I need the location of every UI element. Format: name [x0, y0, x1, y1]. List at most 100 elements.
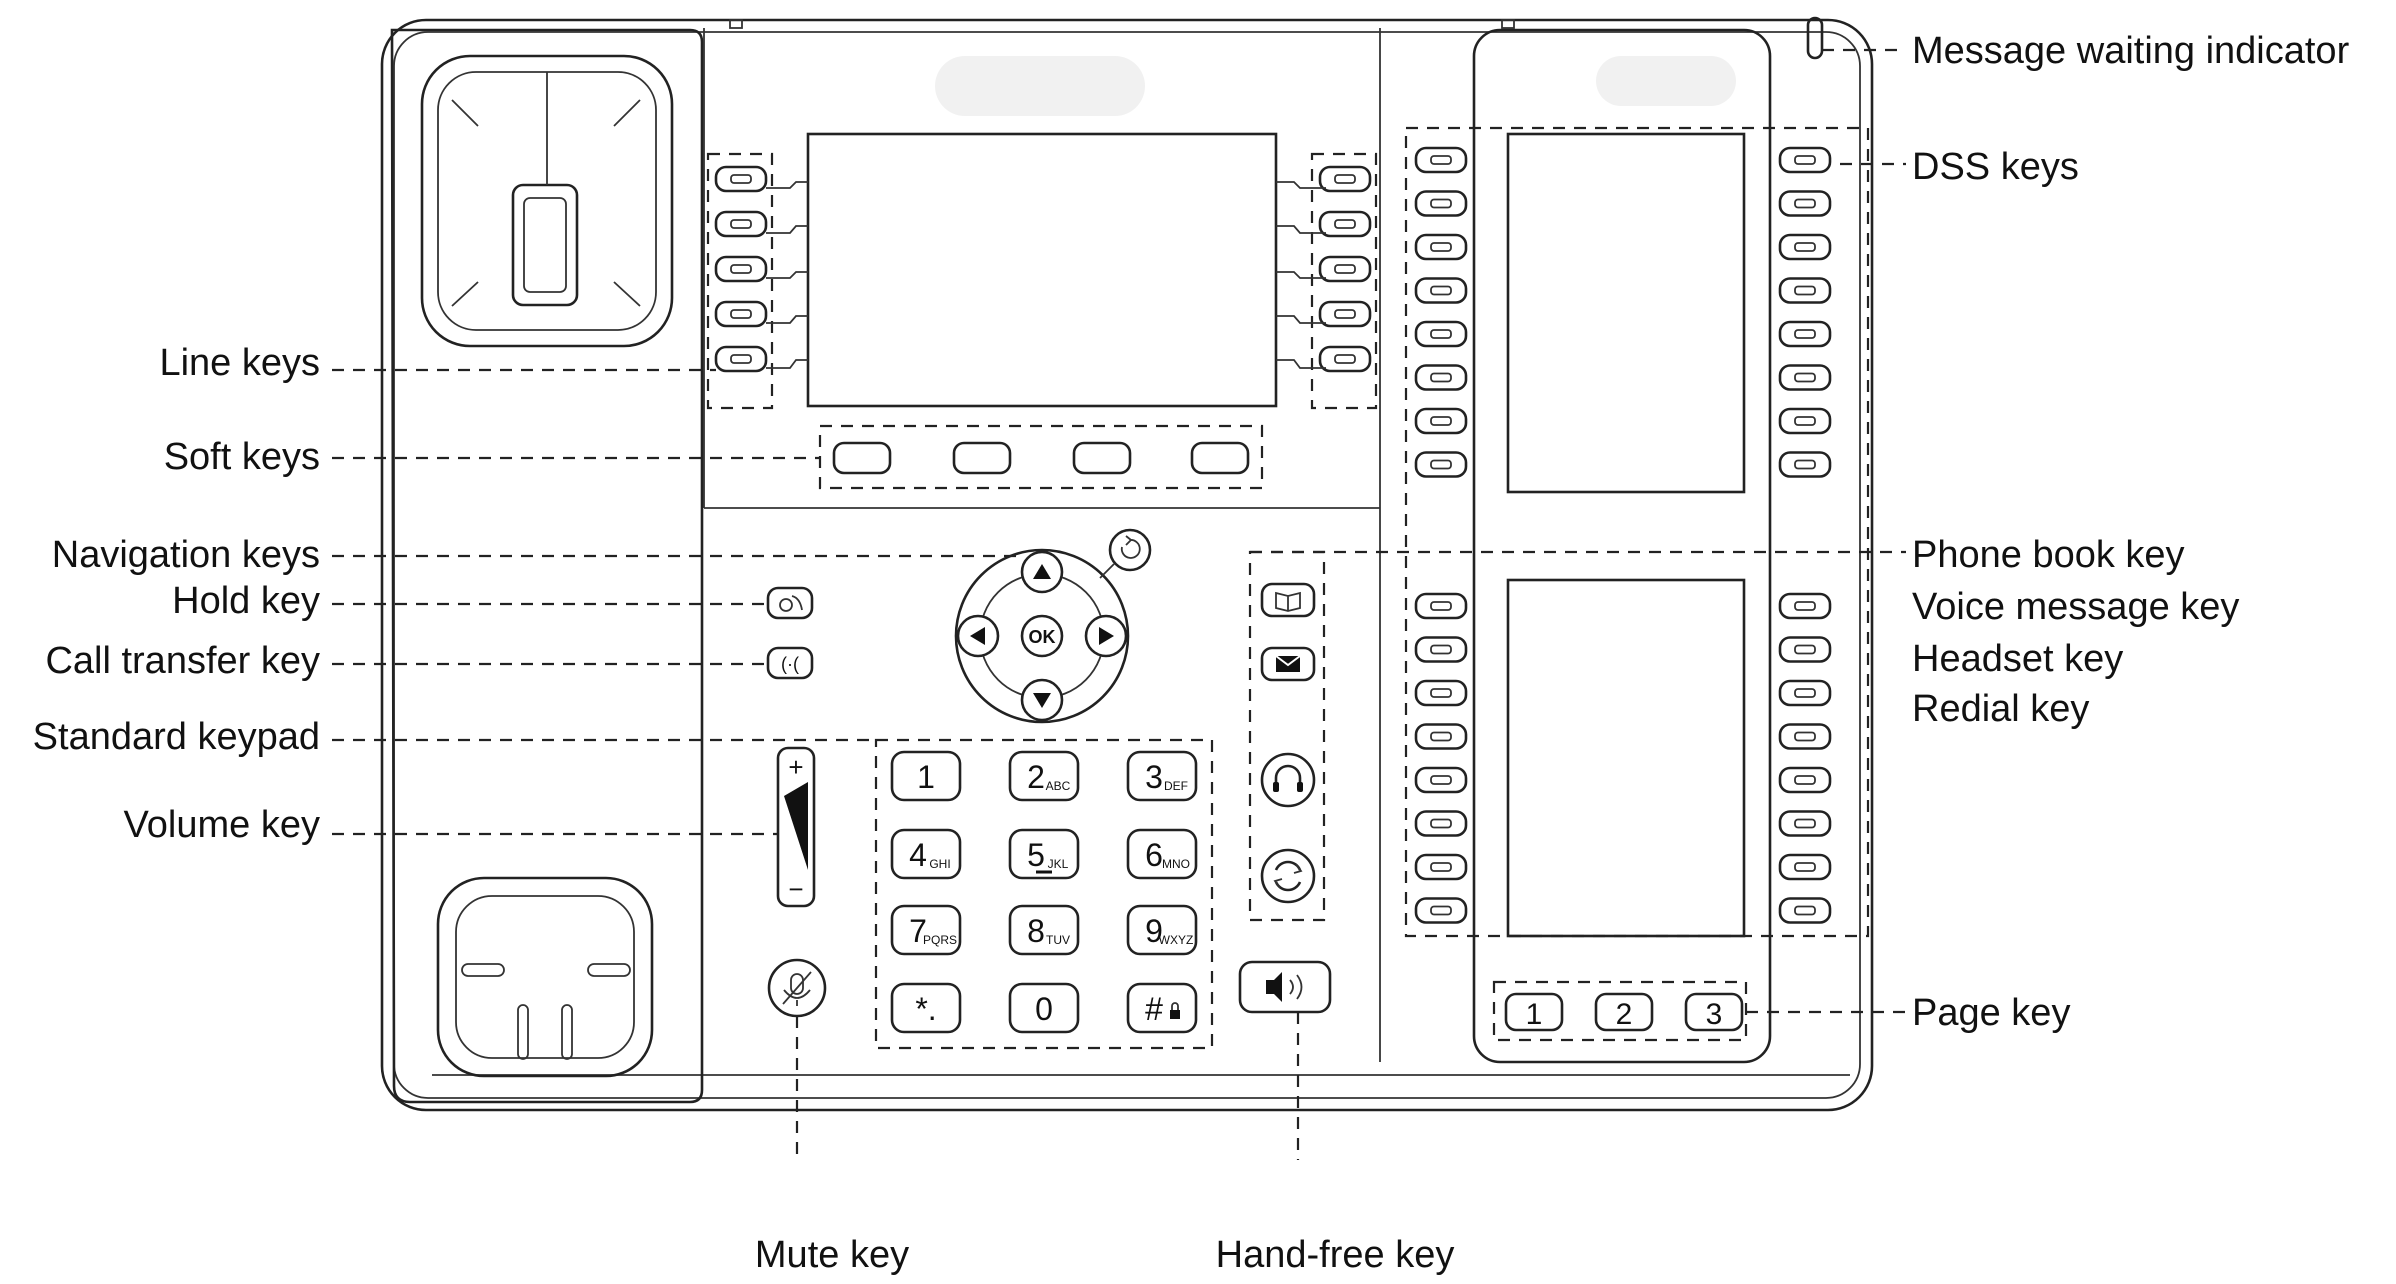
dss-key[interactable] [1414, 723, 1468, 750]
line-key[interactable] [714, 165, 768, 193]
dss-key[interactable] [1778, 853, 1832, 881]
keypad-letters: DEF [1164, 779, 1188, 793]
dss-key[interactable] [1414, 853, 1468, 881]
line-key[interactable] [1318, 345, 1372, 373]
dss-key[interactable] [1778, 146, 1832, 174]
line-key[interactable] [714, 255, 768, 283]
page-keys[interactable]: 1 2 3 [1492, 980, 1748, 1042]
dss-key[interactable] [1414, 277, 1468, 304]
callout-page-key: Page key [1912, 992, 2071, 1034]
line-key[interactable] [714, 300, 768, 328]
keypad-key[interactable]: # [1126, 982, 1198, 1034]
dss-key[interactable] [1414, 679, 1468, 707]
dss-key[interactable] [1414, 451, 1468, 478]
callout-headset-key: Headset key [1912, 638, 2124, 680]
line-key[interactable] [714, 345, 768, 373]
keypad-digit: *. [915, 991, 936, 1027]
dss-key[interactable] [1414, 320, 1468, 348]
page-key-label: 1 [1526, 998, 1543, 1031]
soft-key[interactable] [952, 441, 1012, 475]
redial-key[interactable] [1260, 848, 1316, 904]
dss-key[interactable] [1778, 320, 1832, 348]
dss-key[interactable] [1778, 897, 1832, 924]
keypad-key[interactable]: *. [890, 982, 962, 1034]
dss-key[interactable] [1778, 451, 1832, 478]
volume-key[interactable]: + − [776, 746, 816, 908]
line-key[interactable] [1318, 165, 1372, 193]
dss-key[interactable] [1414, 897, 1468, 924]
page-key[interactable]: 3 [1684, 992, 1744, 1032]
dss-key[interactable] [1778, 679, 1832, 707]
hand-free-key[interactable] [1238, 960, 1332, 1014]
dss-key[interactable] [1778, 407, 1832, 435]
dss-key[interactable] [1778, 766, 1832, 794]
keypad-key[interactable]: 1 [890, 750, 962, 802]
ok-label: OK [1029, 627, 1056, 647]
dss-key[interactable] [1414, 766, 1468, 794]
page-key-label: 2 [1616, 998, 1633, 1031]
expansion-module [1472, 28, 1772, 1064]
soft-key[interactable] [1072, 441, 1132, 475]
callout-leaders [332, 48, 1906, 1160]
dss-key[interactable] [1778, 810, 1832, 837]
dss-key[interactable] [1778, 592, 1832, 620]
soft-keys[interactable] [818, 424, 1264, 490]
callout-navigation-keys: Navigation keys [51, 534, 320, 576]
dss-key[interactable] [1414, 364, 1468, 391]
line-key[interactable] [1318, 210, 1372, 238]
dss-key[interactable] [1414, 636, 1468, 663]
dss-key[interactable] [1778, 233, 1832, 261]
keypad-letters: JKL [1048, 857, 1069, 871]
page-key[interactable]: 1 [1504, 992, 1564, 1032]
voice-message-key[interactable] [1260, 646, 1316, 682]
soft-key[interactable] [1190, 441, 1250, 475]
line-keys[interactable] [706, 152, 1378, 410]
back-key[interactable] [1108, 528, 1152, 572]
phone-book-key[interactable] [1260, 582, 1316, 618]
keypad-letters: WXYZ [1159, 933, 1194, 947]
ok-key[interactable] [1020, 614, 1064, 658]
navigation-keys[interactable]: OK [954, 528, 1152, 724]
phone-body [380, 18, 1874, 1112]
dss-key[interactable] [1778, 636, 1832, 663]
page-key[interactable]: 2 [1594, 992, 1654, 1032]
dss-key[interactable] [1414, 592, 1468, 620]
dss-keys[interactable] [1404, 126, 1870, 938]
callout-standard-keypad: Standard keypad [32, 716, 320, 758]
headset-key[interactable] [1260, 752, 1316, 808]
dss-key[interactable] [1778, 723, 1832, 750]
line-key[interactable] [714, 210, 768, 238]
dss-key[interactable] [1778, 190, 1832, 217]
callout-voice-message-key: Voice message key [1912, 586, 2240, 628]
keypad-key[interactable]: 0 [1008, 982, 1080, 1034]
callout-hand-free-key: Hand-free key [1215, 1234, 1455, 1276]
keypad-digit: 3 [1145, 759, 1163, 795]
dss-key[interactable] [1778, 364, 1832, 391]
dss-key[interactable] [1414, 810, 1468, 837]
hold-key[interactable] [766, 586, 814, 620]
dss-key[interactable] [1778, 277, 1832, 304]
function-keys[interactable] [1248, 550, 1326, 922]
soft-key[interactable] [832, 441, 892, 475]
handset [390, 28, 704, 1104]
line-key[interactable] [1318, 300, 1372, 328]
book-icon [1275, 591, 1301, 612]
mute-key[interactable] [767, 958, 827, 1018]
call-transfer-key[interactable]: (·( [766, 646, 814, 680]
line-key[interactable] [1318, 255, 1372, 283]
dss-key[interactable] [1414, 407, 1468, 435]
callout-volume-key: Volume key [123, 804, 320, 846]
dss-key[interactable] [1414, 233, 1468, 261]
dss-key[interactable] [1414, 146, 1468, 174]
callout-hold-key: Hold key [172, 580, 320, 622]
dss-key[interactable] [1414, 190, 1468, 217]
